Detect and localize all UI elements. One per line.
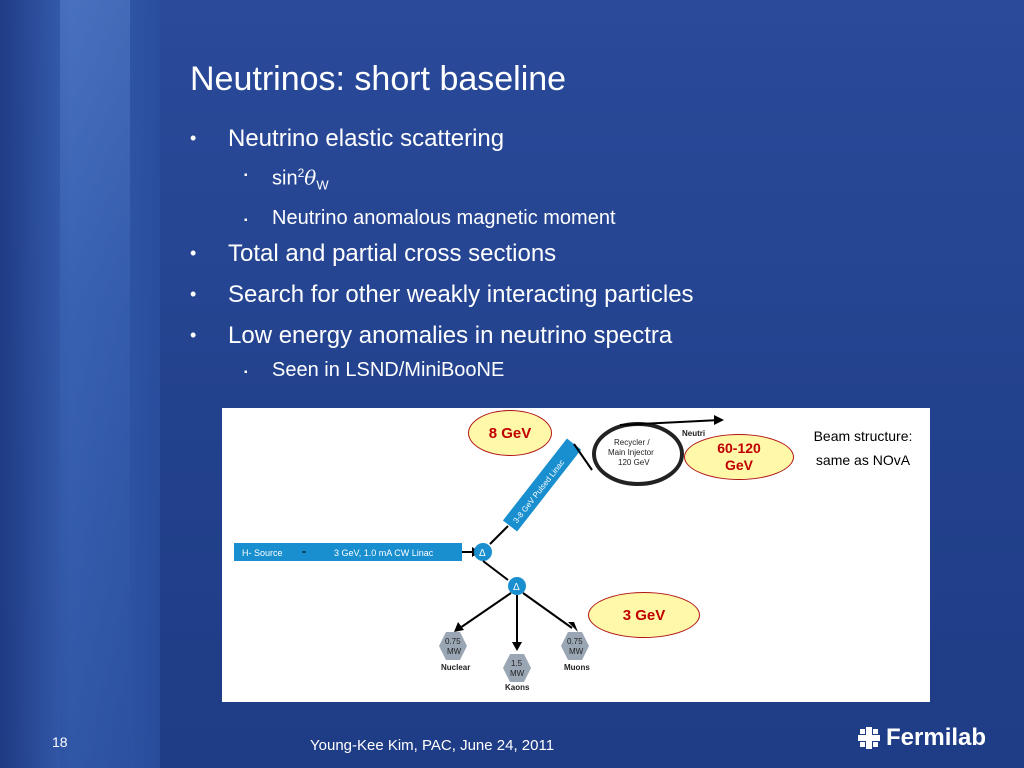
slide-title: Neutrinos: short baseline [190,60,567,98]
bullet-list: Neutrino elastic scattering sin2θW Neutr… [190,124,694,391]
theta-symbol: θ [304,165,317,190]
callout-8gev-text: 8 GeV [488,424,532,442]
kaons-label: Kaons [505,683,530,692]
beam-structure-note: Beam structure: same as NOvA [796,424,930,472]
arrowhead-nuclear [454,622,464,632]
fermilab-logo-text: Fermilab [886,724,987,751]
arrow-to-muons [522,592,573,629]
delta-label-upper: Δ [479,548,486,559]
bullet-cross-sections: Total and partial cross sections [190,239,694,268]
beam-note-line2: same as NOvA [815,452,911,468]
h-source-label: H- Source [242,548,283,558]
delta-node-lower [508,577,526,595]
theta-subscript: W [316,177,329,193]
fermilab-icon [858,727,880,749]
recycler-label-line1: Recycler / [614,438,650,447]
callout-60-120-line2: GeV [724,457,753,473]
sub-bullet-lsnd-miniboone: Seen in LSND/MiniBooNE [190,358,694,385]
page-number: 18 [52,734,68,750]
nuclear-hexagon [439,632,467,660]
bullet-elastic-scattering: Neutrino elastic scattering [190,124,694,153]
sin-exponent: 2 [297,166,305,180]
muons-label: Muons [564,663,590,672]
arrow-delta-to-pulsed [489,525,509,545]
linac-box [306,543,462,561]
delta-node-upper [474,543,492,561]
arrowhead-muons [568,622,578,632]
arrow-delta-down [482,560,509,581]
arrow-to-nuclear [459,592,512,629]
footer-credit: Young-Kee Kim, PAC, June 24, 2011 [310,737,555,754]
decorative-stripe-light [60,0,130,768]
h-source-box [234,543,308,561]
neutrino-label: Neutri [682,429,705,438]
pulsed-linac-label: 3-8 GeV Pulsed Linac [511,458,566,525]
muons-hexagon [561,632,589,660]
nuclear-unit: MW [447,647,462,656]
callout-3gev: 3 GeV [588,592,700,638]
sin-text: sin [272,167,298,190]
recycler-label-line3: 120 GeV [618,458,650,467]
callout-3gev-text: 3 GeV [622,606,666,624]
callout-60-120gev: 60-120 GeV [684,434,794,480]
bullet-weakly-interacting: Search for other weakly interacting part… [190,280,694,309]
kaons-hexagon [503,654,531,682]
arrow-pulsed-to-recycler [573,443,593,471]
linac-label: 3 GeV, 1.0 mA CW Linac [334,548,434,558]
nuclear-power: 0.75 [445,637,461,646]
sub-bullet-sin2theta: sin2θW [190,161,694,198]
pulsed-linac-box [502,438,582,532]
kaons-unit: MW [510,669,525,678]
beam-note-line1: Beam structure: [813,428,913,444]
fermilab-logo: Fermilab [858,724,986,752]
nuclear-label: Nuclear [441,663,470,672]
callout-8gev: 8 GeV [468,410,552,456]
decorative-stripe [0,0,160,768]
muons-unit: MW [569,647,584,656]
arrowhead-kaons [512,642,522,651]
arrowhead-neutrino [714,415,724,425]
sub-bullet-magnetic-moment: Neutrino anomalous magnetic moment [190,206,694,233]
accelerator-diagram: H- Source 3 GeV, 1.0 mA CW Linac Δ 3-8 G… [234,415,724,692]
kaons-power: 1.5 [511,659,523,668]
muons-power: 0.75 [567,637,583,646]
bullet-low-energy-anomalies: Low energy anomalies in neutrino spectra [190,321,694,350]
callout-60-120-line1: 60-120 [717,440,761,456]
recycler-label-line2: Main Injector [608,448,654,457]
delta-label-lower: Δ [513,582,520,593]
diagram-panel: H- Source 3 GeV, 1.0 mA CW Linac Δ 3-8 G… [222,408,930,702]
arrow-to-neutrino [619,419,721,426]
